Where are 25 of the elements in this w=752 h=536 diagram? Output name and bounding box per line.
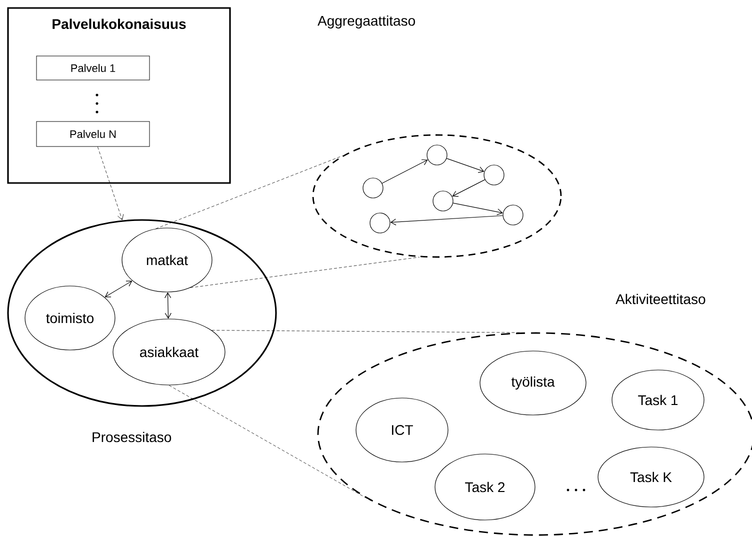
leader-line [211, 330, 520, 333]
arrow [104, 280, 132, 298]
arrow [446, 158, 484, 173]
state-circle [432, 190, 454, 212]
service-box: Palvelu N [36, 121, 150, 147]
state-circle [484, 164, 504, 186]
aggregate-ellipse [312, 134, 562, 258]
leader-line [155, 156, 343, 229]
leader-line [190, 256, 420, 288]
state-circle [362, 178, 384, 198]
state-circle [502, 204, 524, 226]
service-box: Palvelu 1 [36, 56, 150, 80]
level-label: Aggregaattitaso [318, 15, 415, 29]
arrow [382, 159, 428, 184]
arrow [390, 215, 504, 226]
leader-line [168, 385, 372, 501]
state-circle [370, 212, 390, 234]
arrow [97, 146, 124, 220]
process-ellipse [7, 219, 277, 407]
arrow [452, 202, 503, 216]
arrow [164, 292, 172, 319]
state-circle [426, 144, 448, 166]
level-label: Prosessitaso [92, 432, 172, 442]
arrow [452, 179, 486, 197]
level-label: Aktiviteettitaso [616, 294, 706, 304]
